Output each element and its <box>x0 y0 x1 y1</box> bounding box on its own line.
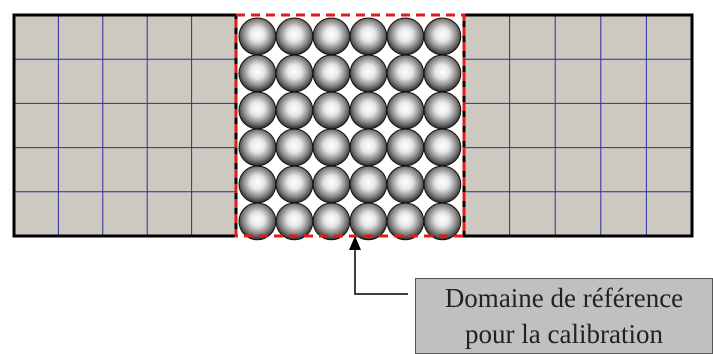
particle-sphere <box>349 165 388 204</box>
particle-sphere <box>386 17 425 56</box>
particle-sphere <box>238 128 277 167</box>
particle-sphere <box>275 54 314 93</box>
particle-sphere <box>312 54 351 93</box>
particle-sphere <box>312 91 351 130</box>
callout-leader-line <box>354 245 408 295</box>
particle-sphere <box>423 91 462 130</box>
particle-sphere <box>312 17 351 56</box>
label-line-1: Domaine de référence <box>444 283 684 313</box>
particle-sphere <box>238 165 277 204</box>
label-line-2: pour la calibration <box>465 319 663 349</box>
left-continuum-mesh <box>12 13 238 238</box>
particle-sphere <box>238 17 277 56</box>
right-continuum-mesh <box>462 13 694 238</box>
particle-sphere <box>386 91 425 130</box>
particle-sphere <box>238 91 277 130</box>
particle-sphere <box>423 165 462 204</box>
particle-sphere <box>312 128 351 167</box>
left-mesh-fill <box>14 15 236 236</box>
particle-domain <box>238 17 462 241</box>
particle-sphere <box>423 54 462 93</box>
particle-sphere <box>423 202 462 241</box>
particle-sphere <box>275 91 314 130</box>
particle-sphere <box>423 17 462 56</box>
callout-arrowhead <box>349 236 361 250</box>
particle-sphere <box>349 17 388 56</box>
particle-sphere <box>238 54 277 93</box>
particle-sphere <box>349 202 388 241</box>
particle-sphere <box>349 128 388 167</box>
particle-sphere <box>275 128 314 167</box>
particle-sphere <box>312 202 351 241</box>
reference-domain-label: Domaine de référence pour la calibration <box>415 278 713 354</box>
particle-sphere <box>386 165 425 204</box>
particle-sphere <box>275 165 314 204</box>
particle-sphere <box>386 202 425 241</box>
particle-sphere <box>423 128 462 167</box>
particle-sphere <box>275 202 314 241</box>
reference-domain-border <box>234 13 466 238</box>
particle-sphere <box>312 165 351 204</box>
particle-sphere <box>349 91 388 130</box>
particle-sphere <box>349 54 388 93</box>
particle-sphere <box>386 128 425 167</box>
particle-sphere <box>238 202 277 241</box>
particle-sphere <box>275 17 314 56</box>
particle-sphere <box>386 54 425 93</box>
right-mesh-fill <box>464 15 692 236</box>
